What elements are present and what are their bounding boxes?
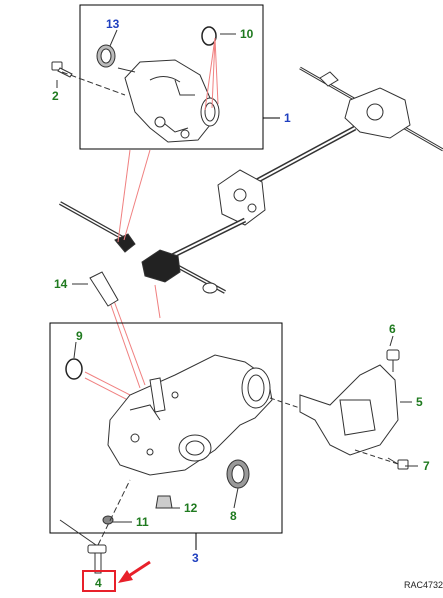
callout-8: 8 (230, 509, 237, 523)
plug-12-drawing (155, 495, 173, 509)
rear-differential-drawing (107, 354, 273, 476)
callout-4: 4 (95, 576, 102, 590)
bracket-14-drawing (89, 271, 119, 307)
callout-12: 12 (184, 501, 198, 515)
callout-2: 2 (52, 89, 59, 103)
o-ring-10-drawing (201, 26, 217, 46)
callout-3: 3 (192, 551, 199, 565)
inset-box-part-1 (79, 4, 264, 150)
callout-11: 11 (136, 515, 149, 529)
heat-shield-5-drawing (299, 364, 399, 456)
callout-5: 5 (416, 395, 423, 409)
callout-7: 7 (423, 459, 430, 473)
highlight-arrow (118, 560, 151, 583)
bolt-7-drawing (387, 457, 409, 470)
bolt-4-drawing (87, 544, 107, 574)
callout-9: 9 (76, 329, 83, 343)
callout-6: 6 (389, 322, 396, 336)
seal-8-drawing (226, 459, 250, 489)
seal-13-drawing (96, 44, 116, 68)
callout-14: 14 (54, 277, 68, 291)
bolt-6-drawing (386, 349, 400, 372)
callout-13: 13 (106, 17, 120, 31)
inset-box-part-3 (49, 322, 283, 534)
callout-10: 10 (240, 27, 254, 41)
bolt-2-drawing (51, 61, 73, 78)
actuator-housing-drawing (124, 59, 220, 143)
callout-1: 1 (284, 111, 291, 125)
drivetrain-drawing (59, 66, 443, 294)
highlight-box-callout-4 (82, 570, 116, 592)
o-ring-9-drawing (65, 358, 83, 380)
reference-code: RAC4732 (404, 580, 443, 590)
